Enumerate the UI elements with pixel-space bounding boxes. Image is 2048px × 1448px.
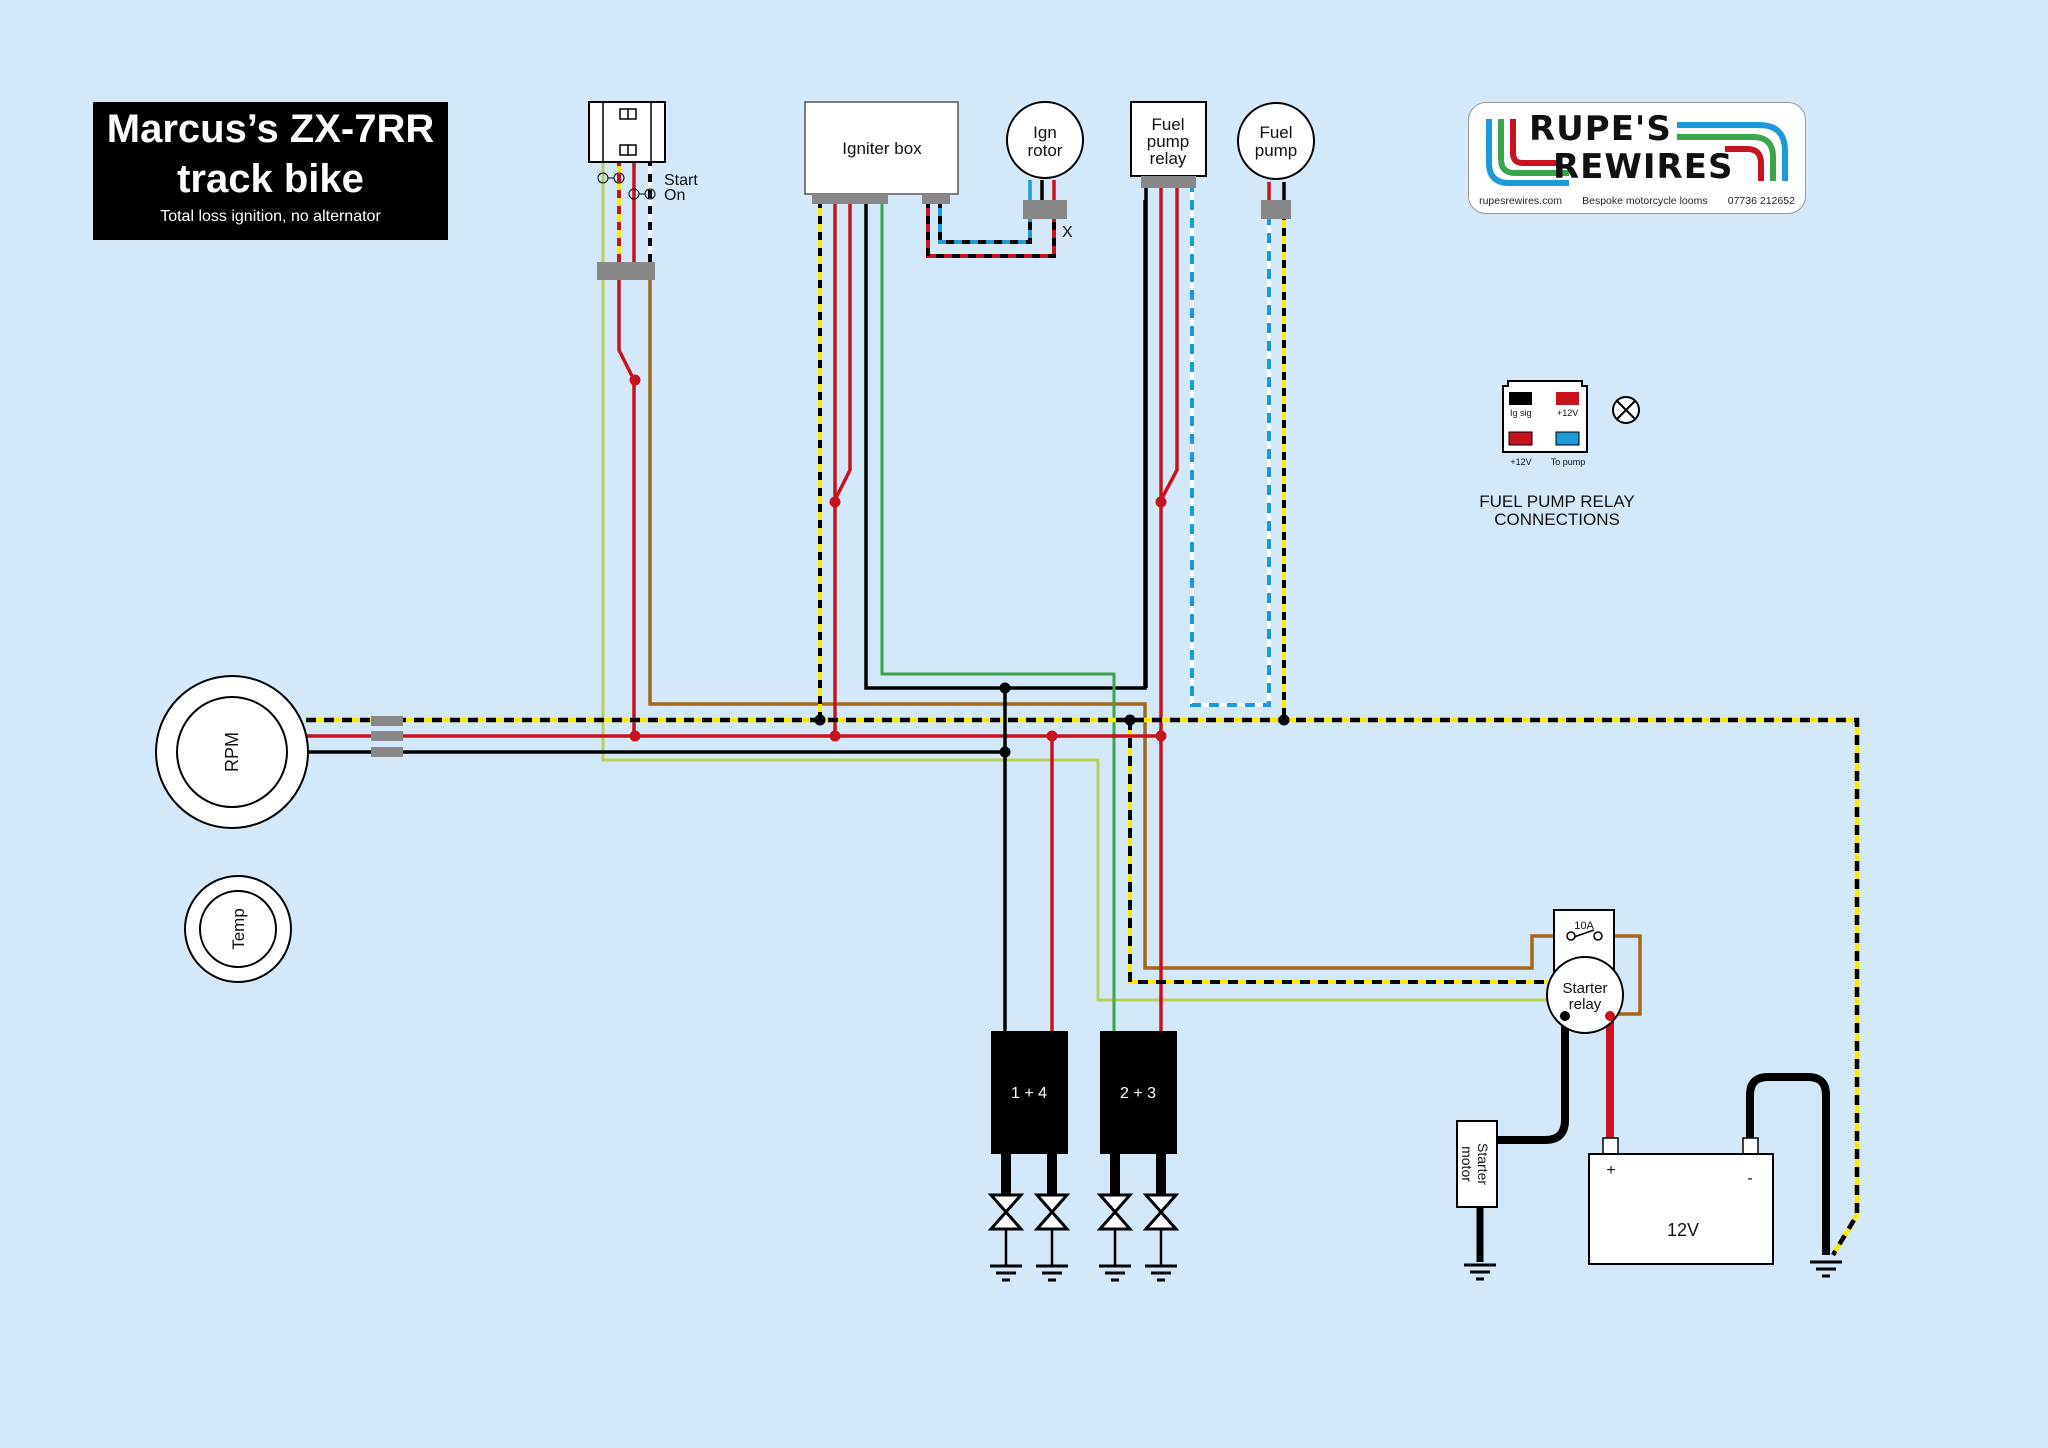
fuel-relay-label-1: Fuel xyxy=(1151,115,1184,134)
coil-2-3: 2 + 3 xyxy=(1100,1031,1177,1194)
ign-rotor-label-2: rotor xyxy=(1028,141,1063,160)
logo-brand-line2: REWIRES xyxy=(1553,147,1734,187)
starter-relay: 10A Starter relay xyxy=(1546,909,1624,1034)
wire-red-bus xyxy=(306,734,1161,1032)
temp-gauge-label: Temp xyxy=(229,908,248,950)
wire-red-switch xyxy=(617,142,636,735)
wire-black-igniter xyxy=(864,200,1147,690)
starter-relay-fuse-label: 10A xyxy=(1574,920,1594,932)
logo-tagline: Bespoke motorcycle looms xyxy=(1582,195,1708,207)
coil-2-3-label: 2 + 3 xyxy=(1120,1085,1156,1102)
spark-plugs xyxy=(987,1193,1180,1282)
title-subtitle: Total loss ignition, no alternator xyxy=(160,208,381,225)
fuel-pump-label-1: Fuel xyxy=(1259,123,1292,142)
rpm-gauge: RPM xyxy=(155,675,403,829)
fuel-relay-label-2: pump xyxy=(1147,132,1190,151)
switch-label-on: On xyxy=(664,187,685,204)
junction-dots xyxy=(629,374,1290,758)
starter-motor: Starter motor xyxy=(1456,1120,1498,1208)
title-heading-line1: Marcus’s ZX-7RR xyxy=(106,107,435,151)
battery: + - 12V xyxy=(1588,1137,1774,1265)
ground-symbols xyxy=(1464,1260,1842,1281)
ground-icon xyxy=(1464,1263,1496,1281)
pin-label-ig-sig: Ig sig xyxy=(1510,408,1532,418)
pin-label-to-pump: To pump xyxy=(1551,457,1586,467)
pin-12v-bottom xyxy=(1508,431,1533,446)
pin-label-12v-bottom: +12V xyxy=(1510,457,1531,467)
ignition-switch: Start On xyxy=(588,101,698,280)
ign-rotor: Ign rotor X xyxy=(1006,101,1084,241)
wire-brown-switch xyxy=(648,280,1642,1016)
igniter-box-label: Igniter box xyxy=(842,139,922,158)
logo-website: rupesrewires.com xyxy=(1479,195,1562,207)
title-heading-line2: track bike xyxy=(177,157,364,201)
spark-plug-icon xyxy=(987,1193,1025,1282)
relay-legend: Ig sig +12V +12V To pump FUEL PUMP RELAY… xyxy=(1479,380,1640,529)
wire-yellow-black-starter xyxy=(1128,720,1548,984)
wire-red-igniter-2 xyxy=(833,200,852,501)
logo-phone: 07736 212652 xyxy=(1727,195,1795,207)
starter-relay-label-2: relay xyxy=(1569,996,1602,1013)
fuel-pump: Fuel pump xyxy=(1237,102,1315,219)
ground-icon xyxy=(990,1264,1022,1282)
wire-blue-black-rotor xyxy=(938,200,1032,244)
wire-light-green-switch xyxy=(601,142,1550,1002)
coil-1-4: 1 + 4 xyxy=(991,1031,1068,1194)
battery-negative-label: - xyxy=(1747,1170,1752,1187)
cable-black-starter-motor xyxy=(1496,1016,1569,1144)
wire-black-bus xyxy=(306,688,1007,1032)
ign-rotor-connector-mark: X xyxy=(1062,224,1073,241)
starter-relay-label-1: Starter xyxy=(1562,980,1607,997)
title-block: Marcus’s ZX-7RR track bike Total loss ig… xyxy=(93,102,448,240)
wire-blue-white-pump xyxy=(1190,182,1271,707)
pin-label-12v-top: +12V xyxy=(1557,408,1578,418)
pin-to-pump xyxy=(1555,431,1580,446)
switch-label-start: Start xyxy=(664,172,698,189)
ground-icon xyxy=(1036,1264,1068,1282)
temp-gauge: Temp xyxy=(184,875,292,983)
fuel-pump-relay: Fuel pump relay xyxy=(1130,101,1207,688)
ground-icon xyxy=(1099,1264,1131,1282)
battery-positive-label: + xyxy=(1606,1162,1615,1179)
starter-motor-label-2: motor xyxy=(1459,1146,1475,1182)
ground-icon xyxy=(1145,1264,1177,1282)
pin-ig-sig xyxy=(1509,392,1532,405)
battery-voltage-label: 12V xyxy=(1667,1220,1699,1240)
pin-12v-top xyxy=(1556,392,1579,405)
logo-stripes-icon xyxy=(1486,119,1788,186)
rupes-rewires-logo: RUPE'S REWIRES rupesrewires.com Bespoke … xyxy=(1468,102,1806,214)
igniter-box: Igniter box xyxy=(804,101,959,204)
logo-brand-line1: RUPE'S xyxy=(1529,109,1672,149)
starter-motor-label-1: Starter xyxy=(1475,1143,1491,1185)
coil-1-4-label: 1 + 4 xyxy=(1011,1085,1047,1102)
ground-icon xyxy=(1810,1260,1842,1278)
relay-legend-title-1: FUEL PUMP RELAY xyxy=(1479,492,1635,511)
spark-plug-icon xyxy=(1033,1193,1071,1282)
fuel-pump-label-2: pump xyxy=(1255,141,1298,160)
cable-black-battery-negative xyxy=(1746,1073,1830,1255)
spark-plug-icon xyxy=(1096,1193,1134,1282)
spark-plug-icon xyxy=(1142,1193,1180,1282)
wire-green-igniter xyxy=(880,200,1116,1032)
rpm-gauge-label: RPM xyxy=(222,732,242,772)
wire-yellow-black-bus xyxy=(306,717,1860,1257)
relay-legend-title-2: CONNECTIONS xyxy=(1494,510,1620,529)
ign-rotor-label-1: Ign xyxy=(1033,123,1057,142)
wire-red-relay-2 xyxy=(1159,182,1179,501)
wires xyxy=(306,142,1860,1262)
fuel-relay-label-3: relay xyxy=(1150,149,1187,168)
lamp-icon xyxy=(1612,396,1640,424)
wire-red-black-rotor xyxy=(926,200,1056,258)
